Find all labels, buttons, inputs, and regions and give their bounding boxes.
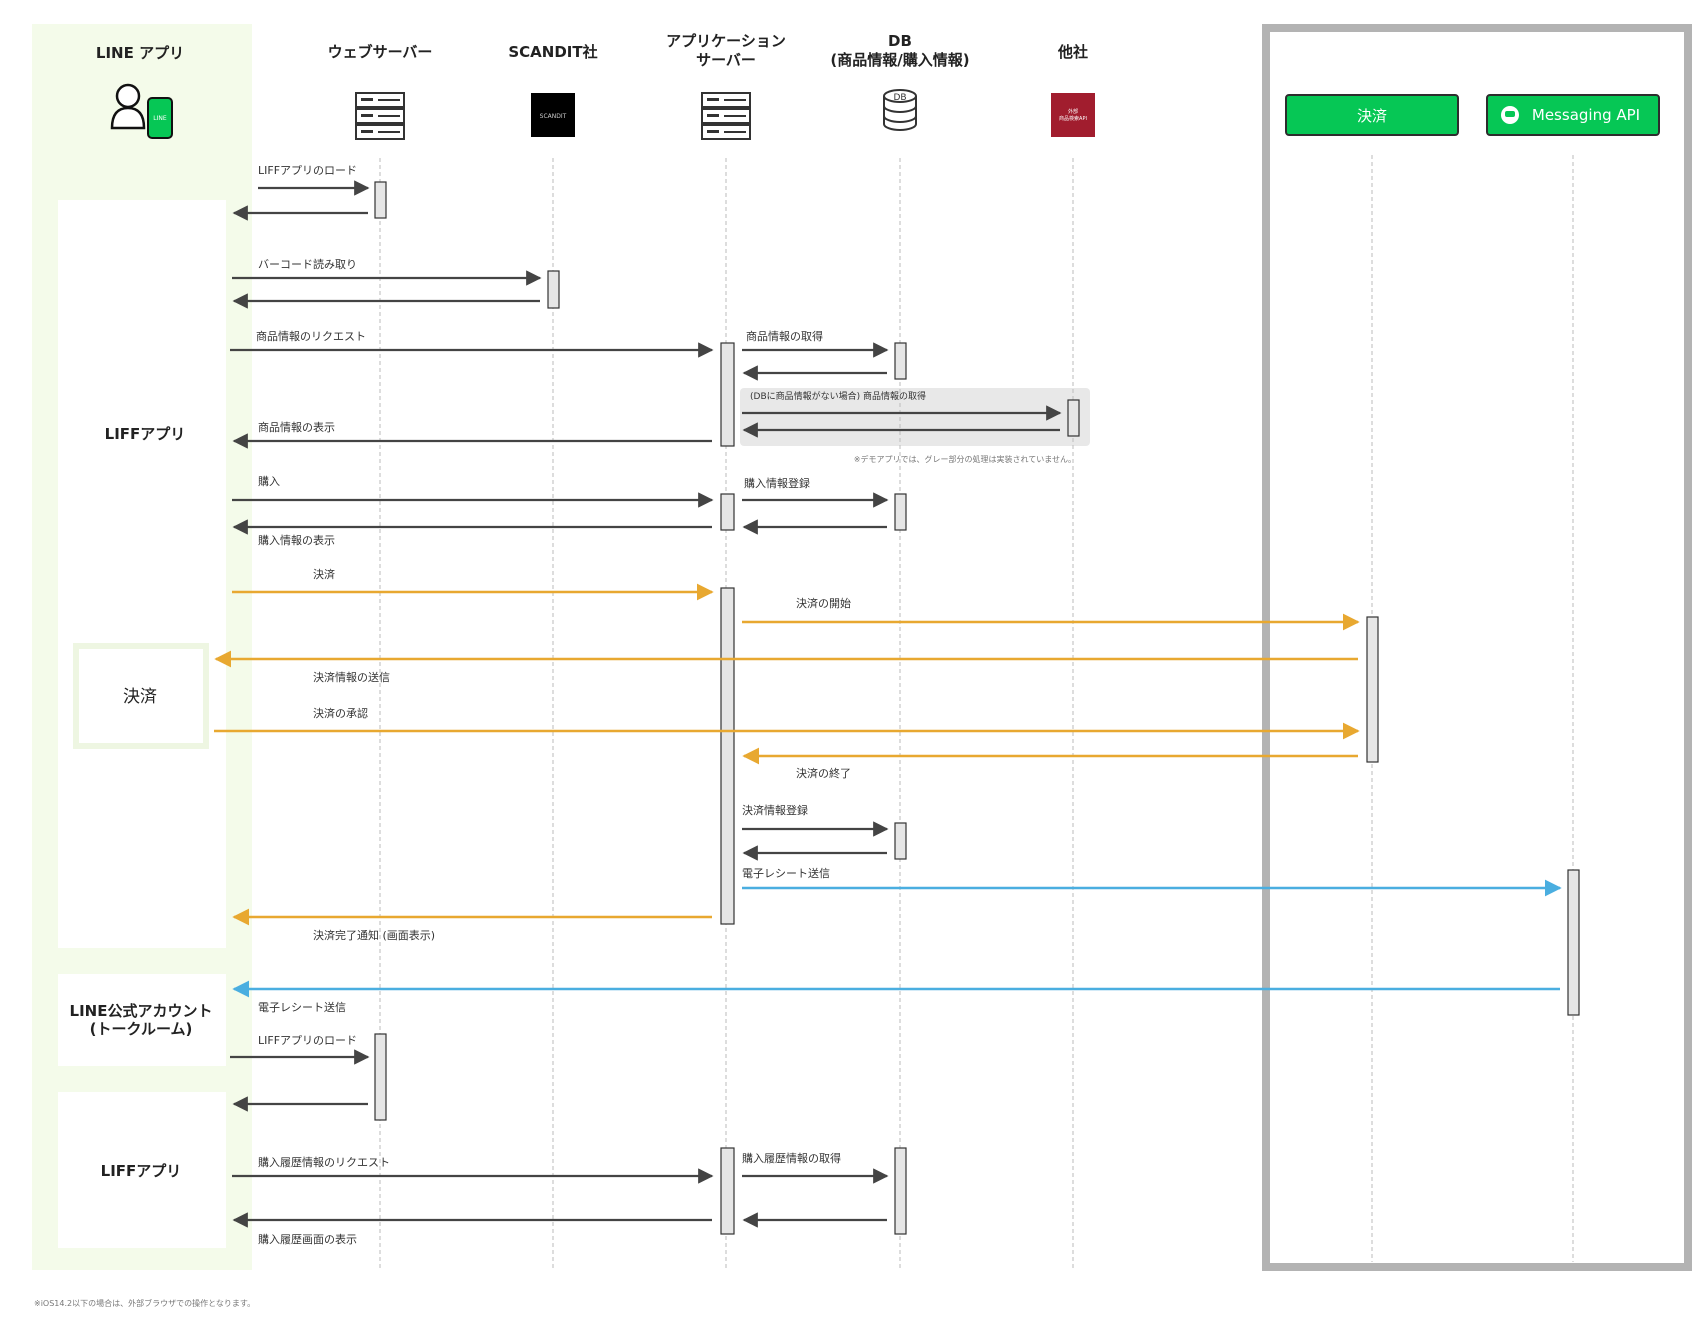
other-logo-line1: 外部: [1068, 108, 1078, 115]
label-product-request: 商品情報のリクエスト: [256, 329, 366, 343]
line-phone-label: LINE: [153, 115, 167, 122]
activations: [374, 181, 1580, 1235]
database-icon-label: DB: [893, 93, 906, 103]
label-demo-note: ※デモアプリでは、グレー部分の処理は実装されていません。: [854, 454, 1076, 464]
footnote: ※iOS14.2以下の場合は、外部ブラウザでの操作となります。: [34, 1298, 255, 1308]
scandit-logo-label: SCANDIT: [540, 113, 567, 120]
activation-web-2: [374, 1033, 387, 1121]
payment-section-box: [73, 643, 209, 749]
section-payment: 決済: [123, 687, 157, 707]
activation-scandit: [547, 270, 560, 309]
header-scandit: SCANDIT社: [508, 43, 597, 61]
activation-db-3: [894, 822, 907, 860]
header-line-app: LINE アプリ: [96, 44, 184, 62]
label-payment-start: 決済の開始: [796, 596, 851, 610]
section-line-official-line1: LINE公式アカウント: [70, 1002, 213, 1020]
header-app-server-line1: アプリケーション: [666, 32, 786, 50]
activation-web-1: [374, 181, 387, 219]
label-payment-info-register: 決済情報登録: [742, 803, 808, 817]
activation-db-2: [894, 493, 907, 531]
label-receipt-send: 電子レシート送信: [742, 866, 830, 880]
activation-app-1: [720, 342, 735, 447]
header-web-server: ウェブサーバー: [328, 43, 433, 61]
optional-block: [740, 388, 1090, 446]
label-product-display: 商品情報の表示: [258, 420, 335, 434]
label-history-display: 購入履歴画面の表示: [258, 1232, 357, 1246]
label-payment-complete: 決済完了通知 (画面表示): [313, 928, 435, 942]
label-payment: 決済: [313, 567, 335, 581]
payment-arrows: [214, 583, 1360, 926]
activation-db-1: [894, 342, 907, 380]
section-line-official-line2: (トークルーム): [90, 1020, 193, 1038]
liff-app-section-1: [58, 200, 226, 948]
header-db-line2: (商品情報/購入情報): [830, 51, 969, 69]
label-load-liff: LIFFアプリのロード: [258, 164, 357, 177]
activation-other: [1067, 399, 1080, 437]
header-db-line1: DB: [888, 32, 912, 50]
payment-header-label: 決済: [1357, 107, 1387, 125]
app-server-icon: [701, 92, 751, 140]
web-server-icon: [355, 92, 405, 140]
section-liff-app-1: LIFFアプリ: [105, 425, 186, 443]
label-receipt-send-2: 電子レシート送信: [258, 1000, 346, 1014]
label-purchase: 購入: [258, 474, 280, 488]
other-company-logo-icon: 外部 商品検索API: [1051, 93, 1095, 137]
label-product-get: 商品情報の取得: [746, 329, 823, 343]
lifelines: [379, 155, 1574, 1270]
activation-messaging: [1567, 869, 1580, 1016]
line-user-phone-icon: LINE: [110, 83, 173, 139]
activation-db-4: [894, 1147, 907, 1235]
messaging-api-header-label: Messaging API: [1532, 106, 1640, 124]
activation-app-3: [720, 587, 735, 925]
header-app-server-line2: サーバー: [696, 51, 756, 69]
label-purchase-display: 購入情報の表示: [258, 533, 335, 547]
other-logo-line2: 商品検索API: [1059, 115, 1087, 122]
label-load-liff-2: LIFFアプリのロード: [258, 1034, 357, 1047]
label-payment-end: 決済の終了: [796, 766, 851, 780]
section-liff-app-2: LIFFアプリ: [101, 1162, 182, 1180]
database-icon: DB: [883, 89, 917, 131]
activation-app-4: [720, 1147, 735, 1235]
label-payment-info-send: 決済情報の送信: [313, 670, 390, 684]
header-other-company: 他社: [1057, 43, 1088, 61]
message-labels: LIFFアプリのロード バーコード読み取り 商品情報のリクエスト 商品情報の取得…: [256, 164, 1076, 1246]
label-history-request: 購入履歴情報のリクエスト: [258, 1155, 390, 1169]
external-services-frame: [1262, 24, 1692, 1271]
dark-arrows: [230, 180, 1062, 1228]
messaging-api-header-button: Messaging API: [1486, 94, 1660, 136]
scandit-logo-icon: SCANDIT: [531, 93, 575, 137]
label-product-get-external: (DBに商品情報がない場合) 商品情報の取得: [750, 390, 926, 402]
label-barcode: バーコード読み取り: [258, 257, 357, 271]
liff-app-section-2: [58, 1092, 226, 1248]
line-official-section: [58, 974, 226, 1066]
label-history-get: 購入履歴情報の取得: [742, 1151, 841, 1165]
label-payment-approve: 決済の承認: [313, 706, 368, 720]
activation-app-2: [720, 493, 735, 531]
messaging-arrows: [232, 879, 1562, 998]
label-purchase-register: 購入情報登録: [744, 476, 810, 490]
payment-header-button: 決済: [1285, 94, 1459, 136]
activation-payment: [1366, 616, 1379, 763]
